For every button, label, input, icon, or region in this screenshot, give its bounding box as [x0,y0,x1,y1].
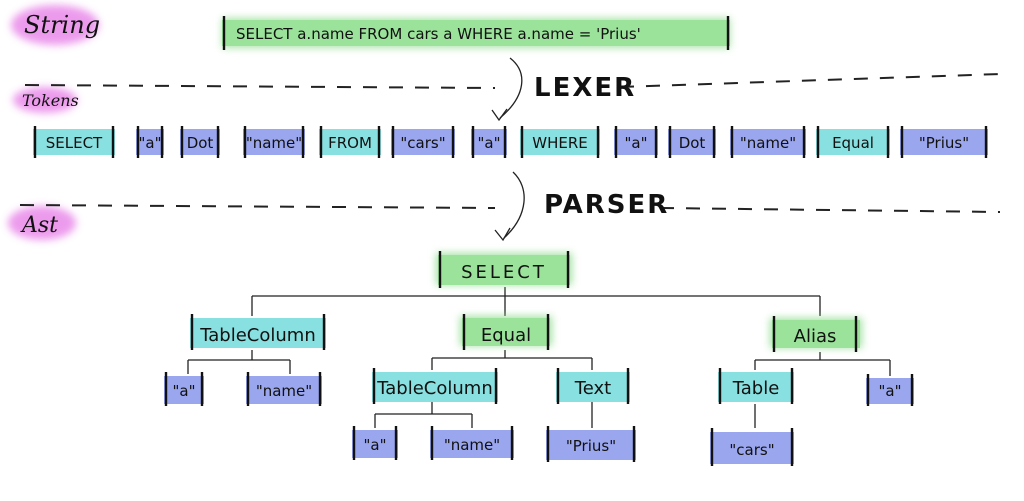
svg-text:Alias: Alias [794,326,837,347]
ast-node-name: "name" [430,426,514,460]
tokens-row: SELECT "a" Dot "name" FROM "cars" [33,126,988,158]
token: "name" [730,126,806,158]
svg-text:"a": "a" [625,134,648,152]
token: "cars" [391,126,455,158]
source-string: SELECT a.name FROM cars a WHERE a.name =… [236,25,641,43]
svg-text:"a": "a" [478,134,501,152]
token: "Prius" [900,126,988,158]
ast-node-name: "name" [246,372,322,406]
ast-connectors [187,287,891,428]
svg-text:"a": "a" [364,436,387,454]
token: Dot [668,126,716,158]
svg-text:"a": "a" [173,382,196,400]
svg-text:WHERE: WHERE [532,134,588,152]
svg-text:Text: Text [574,378,611,399]
parser-label: PARSER [544,190,669,220]
token: FROM [319,126,381,158]
ast-node-tablecolumn: TableColumn [190,314,326,350]
ast-node-a: "a" [866,374,914,406]
svg-text:Dot: Dot [187,134,214,152]
svg-text:SELECT: SELECT [46,134,103,152]
svg-text:"Prius": "Prius" [566,437,616,455]
parser-arrow [503,171,525,239]
svg-text:"a": "a" [879,382,902,400]
ast-root: SELECT [436,251,572,288]
svg-text:Equal: Equal [832,134,874,152]
svg-text:"cars": "cars" [729,441,774,459]
token: Equal [816,126,890,158]
ast-node-alias: Alias [770,316,862,352]
token: "a" [471,126,507,158]
svg-text:"cars": "cars" [400,134,445,152]
ast-node-equal: Equal [460,314,552,350]
svg-text:Equal: Equal [481,325,531,346]
section-label-string: String [24,11,100,39]
ast-node-prius: "Prius" [546,426,636,462]
ast-node-text: Text [556,368,630,404]
svg-text:SELECT: SELECT [461,262,547,283]
ast-node-a: "a" [352,426,398,460]
ast-node-a: "a" [164,372,204,406]
svg-text:TableColumn: TableColumn [199,325,315,346]
token: Dot [180,126,220,158]
section-label-ast: Ast [20,213,58,238]
svg-text:"name": "name" [256,382,312,400]
svg-text:"name": "name" [740,134,796,152]
token: "a" [614,126,658,158]
svg-text:Table: Table [732,378,780,399]
ast-node-cars: "cars" [710,428,794,466]
lexer-arrow [499,57,523,119]
svg-text:TableColumn: TableColumn [376,378,492,399]
svg-text:Dot: Dot [679,134,706,152]
svg-text:"a": "a" [139,134,162,152]
token: SELECT [33,126,115,158]
token: "name" [243,126,305,158]
svg-text:"Prius": "Prius" [919,134,969,152]
token: WHERE [520,126,600,158]
svg-text:FROM: FROM [328,134,372,152]
token: "a" [136,126,164,158]
section-label-tokens: Tokens [22,91,79,110]
svg-text:"name": "name" [444,436,500,454]
lexer-label: LEXER [534,73,636,103]
ast-node-table: Table [718,368,794,404]
ast-node-tablecolumn: TableColumn [372,368,498,404]
svg-text:"name": "name" [246,134,302,152]
